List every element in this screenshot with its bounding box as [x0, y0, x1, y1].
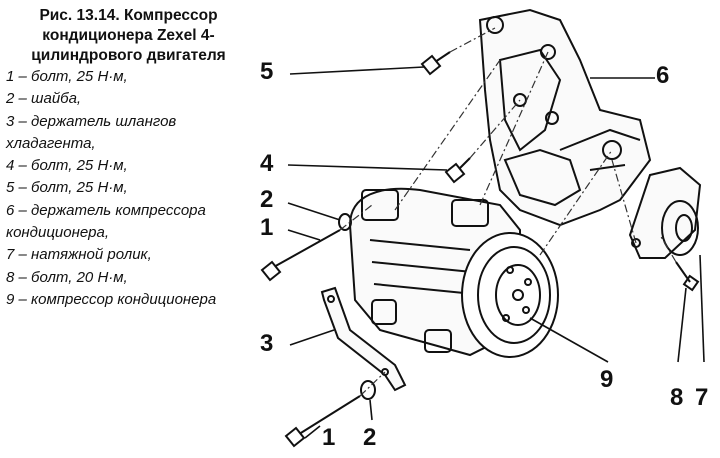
callout-2-lower: 2: [363, 424, 377, 451]
legend-item-9: 9 – компрессор кондиционера: [6, 290, 217, 308]
refrigerant-hose-holder: [320, 286, 407, 392]
tensioner-pulley: [628, 166, 702, 259]
legend-item-5: 5 – болт, 25 Н·м,: [6, 179, 128, 197]
bolt-1-lower: [284, 395, 361, 448]
ac-compressor: [348, 187, 559, 358]
callout-9: 9: [600, 366, 614, 393]
figure-title: Рис. 13.14. Компрессор кондиционера Zexe…: [31, 7, 226, 64]
bolt-4: [444, 157, 471, 184]
legend-item-8: 8 – болт, 20 Н·м,: [6, 268, 128, 286]
compressor-bracket: [478, 8, 652, 227]
callout-7: 7: [695, 384, 709, 411]
callout-2-upper: 2: [260, 186, 274, 213]
callout-6: 6: [656, 62, 670, 89]
figure-caption: Рис. 13.14. Компрессор кондиционера Zexe…: [6, 6, 251, 311]
callout-5: 5: [260, 58, 274, 85]
callout-8: 8: [670, 384, 684, 411]
legend-item-3: 3 – держатель шлангов хладагента,: [6, 112, 177, 152]
legend-item-6: 6 – держатель компрессора кондиционера,: [6, 201, 206, 242]
leader-lines: [287, 66, 705, 439]
legend-item-7: 7 – натяжной ролик,: [6, 246, 152, 264]
legend-item-2: 2 – шайба,: [6, 90, 82, 108]
callout-1-lower: 1: [322, 424, 336, 451]
bolt-5: [420, 51, 451, 76]
callout-4: 4: [260, 150, 274, 177]
bolt-1-upper: [260, 229, 341, 282]
washer-2-lower: [360, 380, 376, 400]
parts-legend: 1 – болт, 25 Н·м, 2 – шайба, 3 – держате…: [6, 66, 251, 311]
callout-1-upper: 1: [260, 214, 274, 241]
legend-item-4: 4 – болт, 25 Н·м,: [6, 157, 128, 175]
bolt-8: [675, 261, 700, 292]
legend-item-1: 1 – болт, 25 Н·м,: [6, 68, 128, 85]
washer-2-upper: [338, 213, 352, 231]
callout-3: 3: [260, 330, 274, 357]
alignment-lines: [339, 27, 677, 397]
